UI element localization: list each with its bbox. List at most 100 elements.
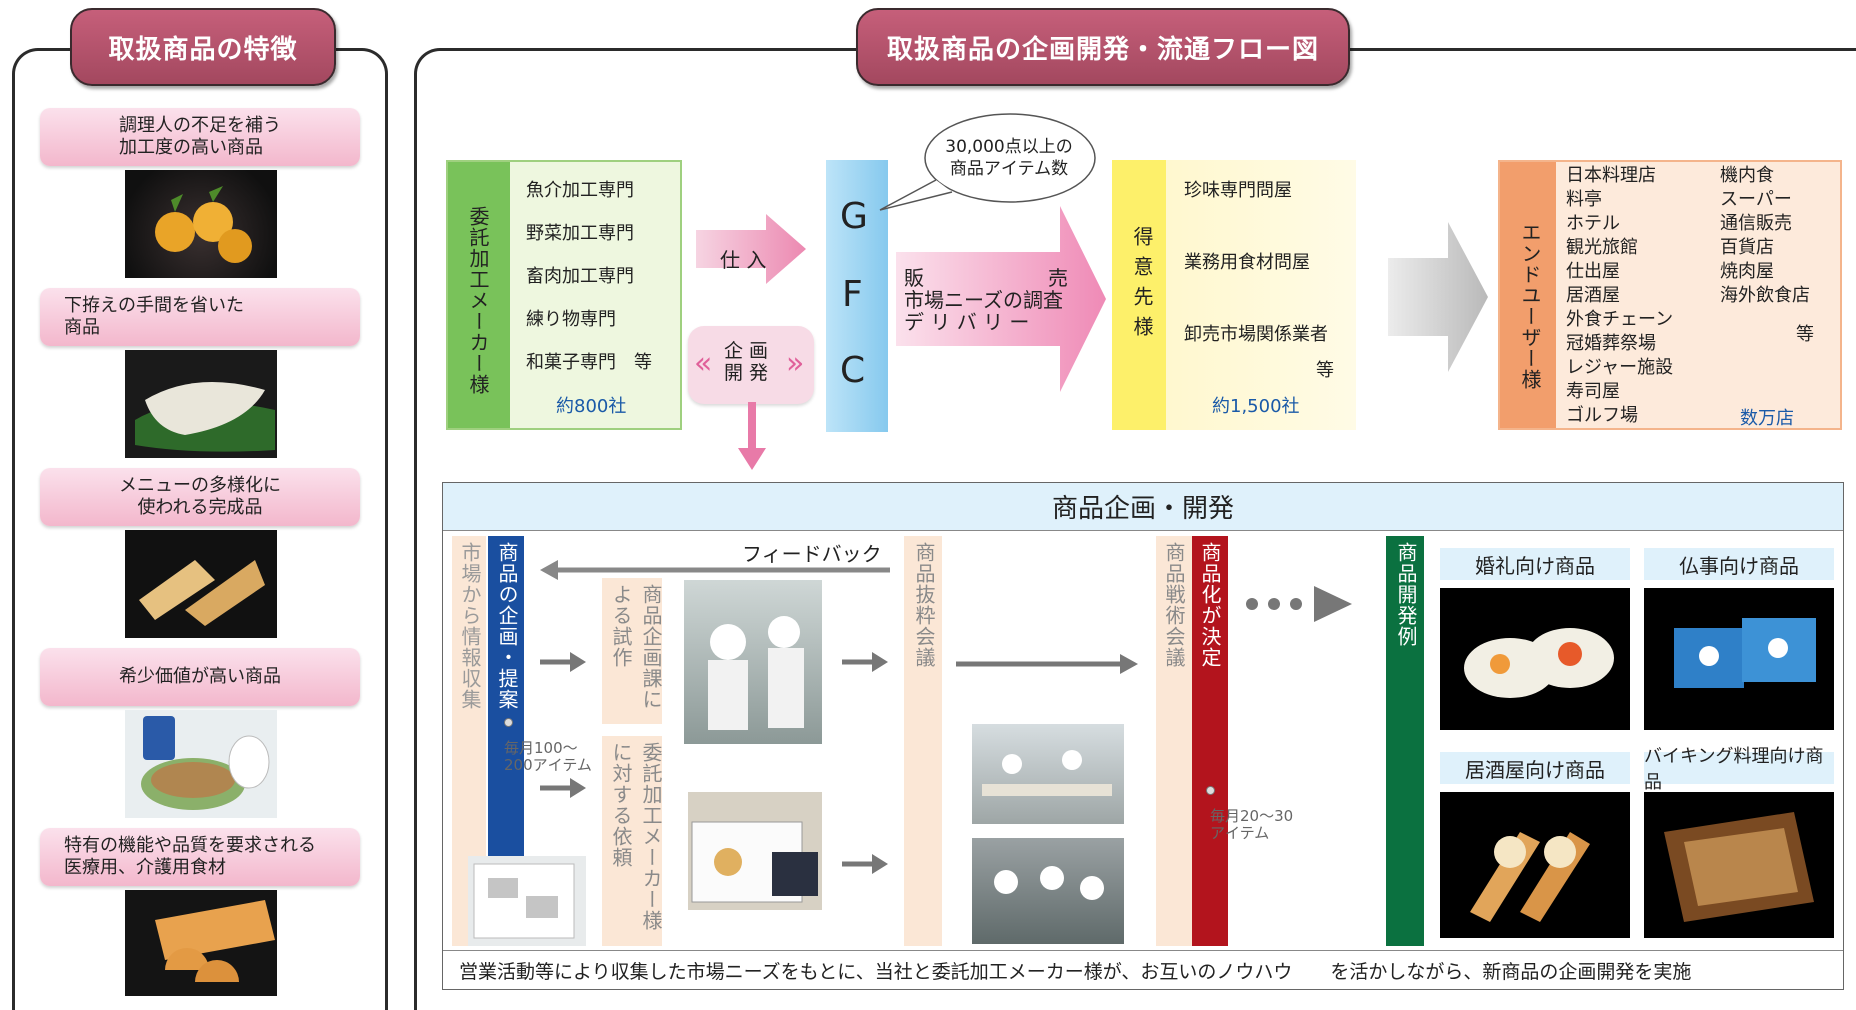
maker-count: 約800社: [556, 396, 627, 417]
gfc-letter: G: [840, 196, 868, 237]
trial-photo: [684, 580, 822, 744]
proposal-note-line: 毎月100～: [504, 739, 578, 757]
example-photo-buffet: [1644, 792, 1834, 938]
plan-dev-label: 企 画開 発: [724, 340, 768, 384]
maker-item: 和菓子専門 等: [526, 352, 652, 373]
photo-illustration: [994, 866, 1104, 900]
enduser-item: 通信販売: [1720, 213, 1792, 234]
customer-label: 得意先様: [1130, 226, 1154, 346]
photo-illustration: [691, 821, 818, 903]
gfc-letter: F: [842, 274, 863, 315]
request-photo: [688, 792, 822, 910]
strategy-label: 商品戦術会議: [1162, 542, 1186, 668]
strategy-column: [1156, 536, 1192, 946]
maker-item: 練り物専門: [526, 309, 616, 330]
request-column: [602, 736, 662, 946]
maker-item: 畜肉加工専門: [526, 266, 634, 287]
dev-header: 商品企画・開発: [443, 483, 1843, 531]
enduser-item: 居酒屋: [1566, 285, 1620, 306]
photo-illustration: [473, 863, 575, 939]
trial-column: [602, 578, 662, 724]
proposal-note: 毎月100～200アイテム: [504, 740, 592, 774]
enduser-item: 外食チェーン: [1566, 309, 1674, 330]
enduser-label-band: [1500, 162, 1556, 428]
plan-dev-arrow: [688, 326, 814, 404]
photo-illustration: [982, 750, 1112, 796]
photo-illustration: [1464, 628, 1614, 698]
feature-text: 使われる完成品: [137, 497, 263, 518]
enduser-item: ゴルフ場: [1566, 405, 1638, 426]
bubble-line: 30,000点以上の: [945, 137, 1073, 157]
buy-arrow-label: 仕 入: [720, 248, 767, 272]
example-photo-buddhist: [1644, 588, 1834, 730]
proposal-label: 商品の企画・提案: [495, 542, 519, 710]
flow-panel-title: 取扱商品の企画開発・流通フロー図: [856, 8, 1350, 86]
maker-label-band: [448, 162, 510, 428]
example-photo-izakaya: [1440, 792, 1630, 938]
photo-illustration: [1470, 832, 1590, 922]
bubble-shape: [879, 113, 1096, 211]
sell-label: 市場ニーズの調査: [904, 288, 1063, 312]
feature-text: 希少価値が高い商品: [119, 666, 281, 687]
enduser-item: ホテル: [1566, 213, 1620, 234]
enduser-item: 料亭: [1566, 189, 1602, 210]
request-label: 委託加工メーカー様に対する依頼: [609, 742, 663, 931]
sell-label-a: 販: [904, 266, 924, 290]
bubble-text: 30,000点以上の商品アイテム数: [924, 136, 1094, 180]
sell-arrow-shape: [896, 206, 1106, 392]
enduser-item: 冠婚葬祭場: [1566, 333, 1656, 354]
gray-arrow-shape: [1388, 222, 1488, 372]
feature-panel-title: 取扱商品の特徴: [70, 8, 336, 86]
enduser-item: 百貨店: [1720, 237, 1774, 258]
decision-column: [1192, 536, 1228, 946]
dev-footer-text: 営業活動等により収集した市場ニーズをもとに、当社と委託加工メーカー様が、お互いの…: [459, 961, 1692, 983]
example-header-izakaya: 居酒屋向け商品: [1440, 752, 1630, 784]
bubble-line: 商品アイテム数: [949, 159, 1069, 179]
proposal-dot-icon: [504, 718, 513, 727]
customer-item: 卸売市場関係業者: [1184, 324, 1328, 345]
feature-photo-sweets: [125, 170, 277, 278]
enduser-item: 海外飲食店: [1720, 285, 1810, 306]
enduser-item: 日本料理店: [1566, 165, 1656, 186]
feature-photo-jar: [125, 710, 277, 818]
maker-item: 魚介加工専門: [526, 180, 634, 201]
enduser-item: スーパー: [1720, 189, 1792, 210]
enduser-label: エンドユーザー様: [1518, 222, 1542, 390]
customer-label-band: [1112, 160, 1166, 430]
enduser-col2: 機内食 スーパー 通信販売 百貨店 焼肉屋 海外飲食店: [1720, 164, 1810, 308]
feature-item-5: 特有の機能や品質を要求される医療用、介護用食材: [40, 828, 360, 886]
plan-right-chevron-icon: »: [786, 346, 805, 381]
gfc-box: [826, 160, 888, 432]
ellipsis-arrow-icon: [1246, 586, 1352, 622]
photo-illustration: [1664, 812, 1814, 922]
decision-label: 商品化が決定: [1198, 542, 1222, 668]
market-research-label: 市場から情報収集: [458, 542, 482, 710]
feature-text: 商品: [64, 317, 100, 338]
gfc-letter: C: [840, 350, 866, 391]
plan-down-arrow: [738, 402, 766, 470]
decision-note-line: アイテム: [1210, 824, 1270, 842]
decision-note-line: 毎月20～30: [1210, 807, 1294, 825]
arrow-right-icon: [842, 854, 888, 874]
example-photo-wedding: [1440, 588, 1630, 730]
plan-left-chevron-icon: «: [694, 346, 713, 381]
feature-photo-care-food: [125, 890, 277, 996]
research-photo: [468, 856, 586, 946]
photo-illustration: [139, 560, 265, 626]
customer-item: 珍味専門問屋: [1184, 180, 1292, 201]
example-header-buddhist: 仏事向け商品: [1644, 548, 1834, 580]
customer-etc: 等: [1316, 360, 1334, 381]
customer-item: 業務用食材問屋: [1184, 252, 1310, 273]
enduser-item: 機内食: [1720, 165, 1774, 186]
enduser-item: 仕出屋: [1566, 261, 1620, 282]
maker-item: 野菜加工専門: [526, 223, 634, 244]
proposal-column: [488, 536, 524, 856]
examples-column: [1386, 536, 1424, 946]
photo-illustration: [708, 616, 804, 730]
feature-item-2: 下拵えの手間を省いた商品: [40, 288, 360, 346]
enduser-count: 数万店: [1740, 408, 1794, 429]
enduser-col1: 日本料理店 料亭 ホテル 観光旅館 仕出屋 居酒屋 外食チェーン 冠婚葬祭場 レ…: [1566, 164, 1673, 428]
feature-text: 調理人の不足を補う: [119, 115, 281, 136]
example-header-wedding: 婚礼向け商品: [1440, 548, 1630, 580]
photo-illustration: [135, 382, 275, 452]
